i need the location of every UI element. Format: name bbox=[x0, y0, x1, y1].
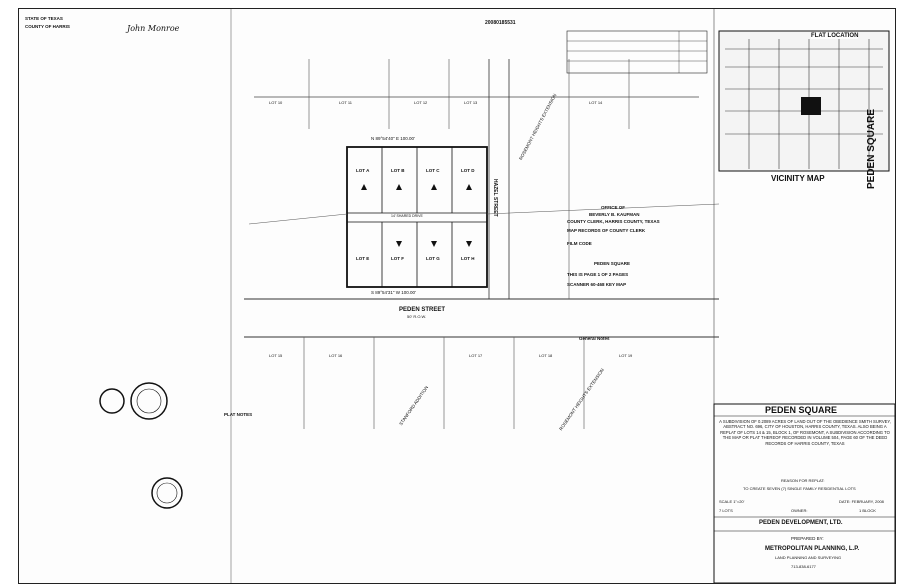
firm-name: METROPOLITAN PLANNING, L.P. bbox=[765, 546, 860, 552]
neighbor-lot: LOT 19 bbox=[619, 353, 633, 358]
peden-street-sub: 50' R.O.W. bbox=[407, 314, 427, 319]
block-count: 1 BLOCK bbox=[859, 508, 876, 513]
plat-notes-heading: PLAT NOTES bbox=[224, 412, 253, 417]
county-heading: COUNTY OF HARRIS bbox=[25, 24, 70, 29]
prepared-by-label: PREPARED BY: bbox=[791, 536, 824, 541]
hazel-street-label: HAZEL STREET bbox=[492, 179, 498, 217]
plat-sheet: STATE OF TEXAS COUNTY OF HARRIS John Mon… bbox=[18, 8, 896, 584]
subdivision-description: A SUBDIVISION OF 0.2089 ACRES OF LAND OU… bbox=[719, 419, 891, 446]
neighbor-lot: LOT 16 bbox=[329, 353, 343, 358]
lot-h-label: LOT H bbox=[461, 256, 475, 261]
developer-name: PEDEN DEVELOPMENT, LTD. bbox=[759, 520, 843, 526]
key-map: SCANNER 60-468 KEY MAP bbox=[567, 282, 627, 287]
clerk-name: BEVERLY B. KAUFMAN bbox=[589, 212, 640, 217]
neighbor-lot: LOT 12 bbox=[414, 100, 428, 105]
bottom-dimension: S 89°54'31" W 100.00' bbox=[371, 290, 416, 295]
firm-phone: 713-838-6177 bbox=[791, 564, 816, 569]
office-of: OFFICE OF bbox=[601, 205, 625, 210]
replat-reason-detail: TO CREATE SEVEN (7) SINGLE FAMILY RESIDE… bbox=[743, 486, 856, 491]
signature: John Monroe bbox=[127, 24, 180, 33]
peden-street-label: PEDEN STREET bbox=[399, 307, 446, 313]
replat-reason: REASON FOR REPLAT: bbox=[781, 478, 825, 483]
owner-label: OWNER: bbox=[791, 508, 808, 513]
pages-label: THIS IS PAGE 1 OF 2 PAGES bbox=[567, 272, 629, 277]
neighbor-lot: LOT 17 bbox=[469, 353, 483, 358]
lot-f-label: LOT F bbox=[391, 256, 404, 261]
top-dimension: N 89°54'40" E 100.00' bbox=[371, 136, 415, 141]
film-code: FILM CODE bbox=[567, 241, 592, 246]
recording-number: 20080185531 bbox=[485, 20, 516, 26]
scale-label: SCALE 1"=20' bbox=[719, 499, 745, 504]
state-heading: STATE OF TEXAS bbox=[25, 16, 63, 21]
neighbor-lot: LOT 11 bbox=[339, 100, 352, 105]
clerk-title: COUNTY CLERK, HARRIS COUNTY, TEXAS bbox=[567, 219, 660, 224]
office-peden-square: PEDEN SQUARE bbox=[594, 261, 631, 266]
neighbor-lot: LOT 10 bbox=[269, 100, 283, 105]
shared-drive-label: 14' SHARED DRIVE bbox=[391, 214, 423, 218]
plat-linework bbox=[99, 9, 895, 583]
lots-count: 7 LOTS bbox=[719, 508, 733, 513]
neighbor-lot: LOT 13 bbox=[464, 100, 478, 105]
lot-d-label: LOT D bbox=[461, 168, 475, 173]
lot-g-label: LOT G bbox=[426, 256, 440, 261]
lot-b-label: LOT B bbox=[391, 168, 405, 173]
lot-a-label: LOT A bbox=[356, 168, 370, 173]
lot-e-label: LOT E bbox=[356, 256, 370, 261]
date-label: DATE: FEBRUARY, 2008 bbox=[839, 499, 884, 504]
lot-c-label: LOT C bbox=[426, 168, 440, 173]
peden-square-vertical: PEDEN SQUARE bbox=[866, 108, 877, 189]
neighbor-lot: LOT 15 bbox=[269, 353, 283, 358]
title-block-name: PEDEN SQUARE bbox=[765, 405, 838, 415]
flat-location-label: FLAT LOCATION bbox=[811, 33, 859, 40]
general-notes-heading: General Notes bbox=[579, 336, 610, 341]
firm-sub: LAND PLANNING AND SURVEYING bbox=[775, 555, 842, 560]
vicinity-map-label: VICINITY MAP bbox=[771, 174, 825, 183]
neighbor-lot: LOT 14 bbox=[589, 100, 603, 105]
neighbor-lot: LOT 18 bbox=[539, 353, 553, 358]
map-records: MAP RECORDS OF COUNTY CLERK bbox=[567, 228, 646, 233]
